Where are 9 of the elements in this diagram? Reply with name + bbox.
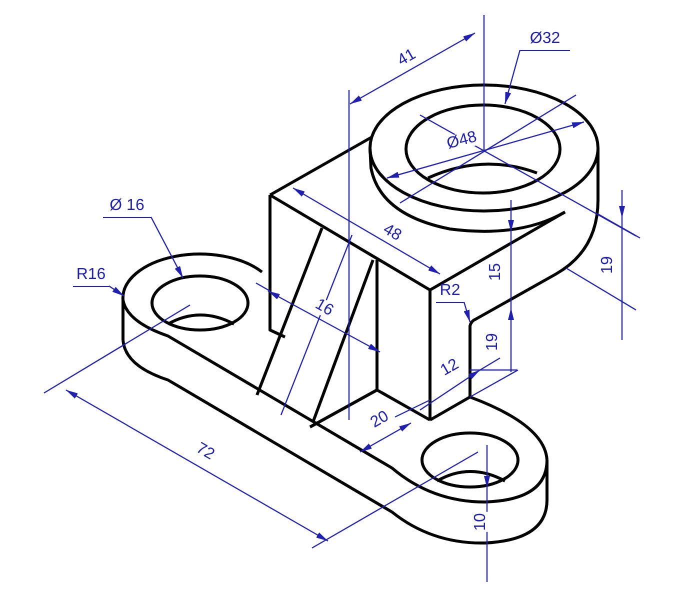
dimension-callout: Ø 16 <box>103 197 151 218</box>
leader-line <box>108 286 124 296</box>
leader-line <box>150 216 184 278</box>
dimension-callout: Ø32 <box>520 30 570 51</box>
dimension-callout: R16 <box>73 266 109 287</box>
leader-line <box>504 50 521 104</box>
leader-line <box>463 302 471 322</box>
dimension-value: 10 <box>473 512 489 532</box>
dimension-callout: R2 <box>436 282 464 303</box>
